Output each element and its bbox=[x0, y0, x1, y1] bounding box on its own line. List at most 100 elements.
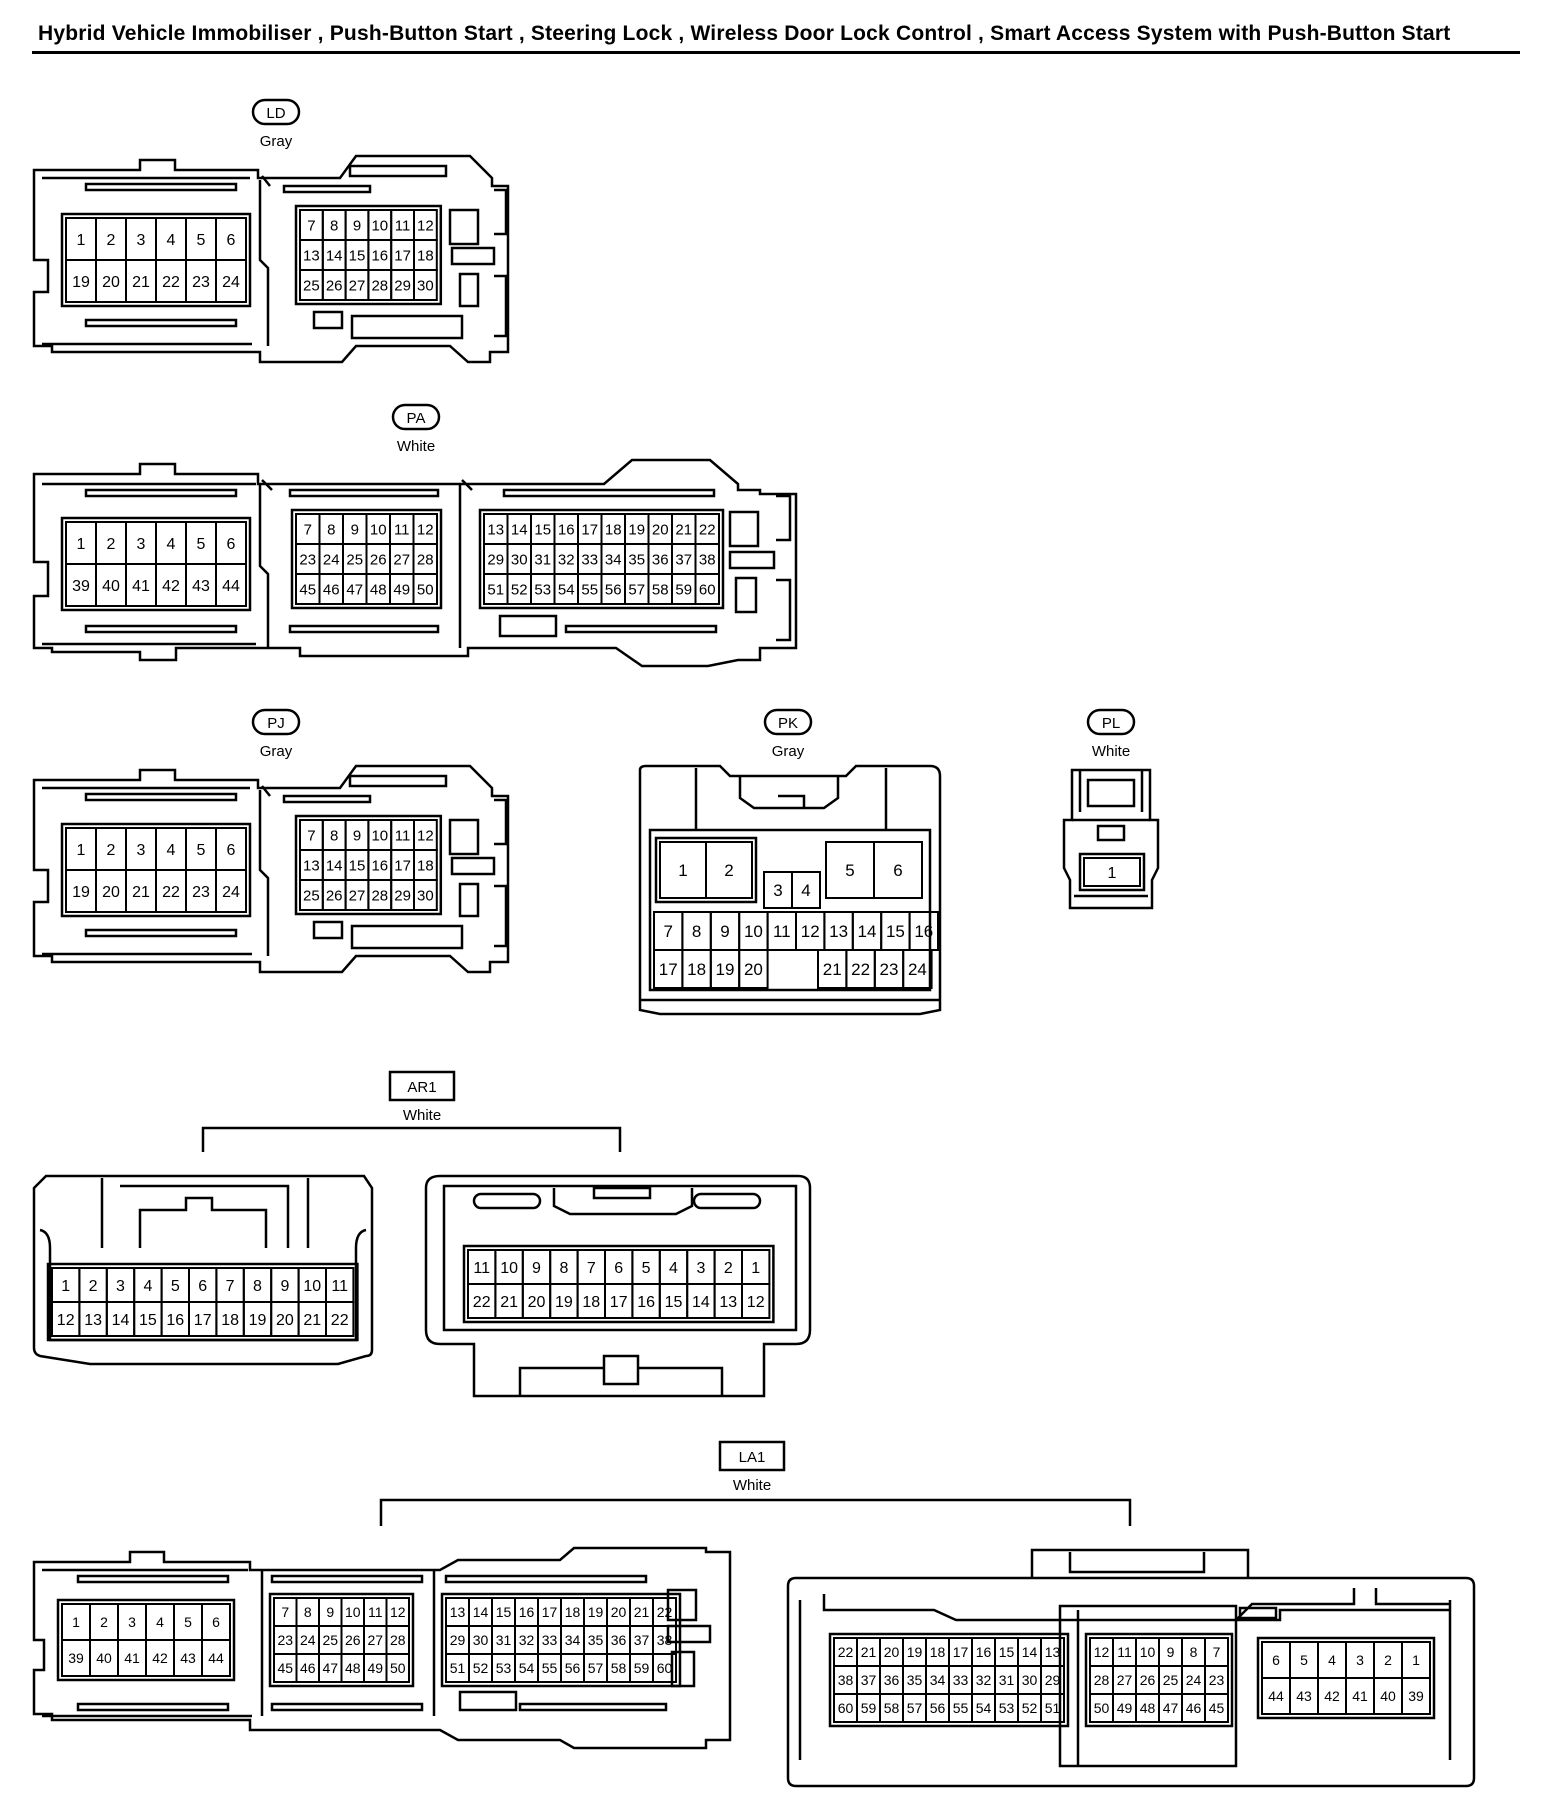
pin-number: 46 bbox=[323, 581, 340, 598]
pin-number: 38 bbox=[838, 1672, 854, 1688]
pin-number: 42 bbox=[1324, 1688, 1340, 1704]
pin-number: 26 bbox=[345, 1632, 361, 1648]
pin-number: 55 bbox=[953, 1700, 969, 1716]
bracket-LA1 bbox=[379, 1498, 1132, 1526]
pin-number: 25 bbox=[303, 887, 320, 904]
pin-number: 34 bbox=[930, 1672, 946, 1688]
pin-cell bbox=[413, 269, 438, 301]
label-code-LA1: LA1 bbox=[739, 1449, 766, 1466]
pin-number: 26 bbox=[326, 277, 343, 294]
pin-number: 58 bbox=[611, 1660, 627, 1676]
pin-number: 13 bbox=[84, 1312, 102, 1329]
pin-number: 4 bbox=[156, 1614, 164, 1630]
pin-number: 31 bbox=[534, 551, 551, 568]
pin-number: 16 bbox=[519, 1604, 535, 1620]
pin-number: 1 bbox=[1412, 1652, 1420, 1668]
pin-number: 9 bbox=[280, 1278, 289, 1295]
pin-number: 20 bbox=[528, 1294, 546, 1311]
pin-number: 26 bbox=[1140, 1672, 1156, 1688]
pin-number: 4 bbox=[669, 1260, 678, 1277]
pin-number: 24 bbox=[908, 960, 927, 979]
pin-number: 22 bbox=[473, 1294, 491, 1311]
pin-cavity bbox=[1084, 1632, 1234, 1728]
pin-number: 6 bbox=[227, 232, 236, 249]
pin-number: 60 bbox=[838, 1700, 854, 1716]
pin-number: 24 bbox=[222, 274, 240, 291]
pin-number: 53 bbox=[534, 581, 551, 598]
pin-number: 11 bbox=[331, 1278, 348, 1295]
pin-number: 48 bbox=[1140, 1700, 1156, 1716]
pin-number: 27 bbox=[349, 277, 366, 294]
pin-number: 23 bbox=[192, 884, 210, 901]
bracket-AR1 bbox=[201, 1126, 622, 1152]
pin-number: 15 bbox=[999, 1644, 1015, 1660]
pin-number: 15 bbox=[886, 922, 905, 941]
pin-number: 40 bbox=[96, 1650, 112, 1666]
pin-number: 4 bbox=[143, 1278, 152, 1295]
pin-number: 9 bbox=[353, 217, 361, 234]
pin-number: 11 bbox=[773, 922, 791, 941]
housing-LA1-b bbox=[786, 1576, 1476, 1788]
pin-cell bbox=[1401, 1677, 1431, 1715]
pin-number: 7 bbox=[1213, 1644, 1221, 1660]
diagram-title: Hybrid Vehicle Immobiliser , Push-Button… bbox=[38, 22, 1451, 45]
pin-cavity bbox=[268, 1592, 415, 1688]
pin-number: 47 bbox=[322, 1660, 338, 1676]
pin-number: 7 bbox=[307, 217, 315, 234]
pin-number: 3 bbox=[696, 1260, 705, 1277]
pin-number: 44 bbox=[222, 578, 240, 595]
pin-number: 14 bbox=[511, 521, 528, 538]
pin-number: 51 bbox=[487, 581, 504, 598]
pin-number: 1 bbox=[61, 1278, 70, 1295]
pin-number: 8 bbox=[327, 521, 335, 538]
pin-number: 12 bbox=[57, 1312, 75, 1329]
pin-number: 21 bbox=[675, 521, 692, 538]
pin-cavity bbox=[56, 1598, 236, 1682]
pin-number: 10 bbox=[370, 521, 387, 538]
pin-number: 39 bbox=[72, 578, 90, 595]
pin-number: 42 bbox=[152, 1650, 168, 1666]
pin-number: 7 bbox=[226, 1278, 235, 1295]
pin-number: 20 bbox=[102, 274, 120, 291]
pin-number: 28 bbox=[390, 1632, 406, 1648]
pin-number: 56 bbox=[930, 1700, 946, 1716]
pin-number: 50 bbox=[390, 1660, 406, 1676]
pin-number: 18 bbox=[417, 247, 434, 264]
pin-number: 11 bbox=[394, 521, 410, 538]
pin-number: 13 bbox=[303, 857, 320, 874]
pin-number: 17 bbox=[542, 1604, 558, 1620]
pin-number: 14 bbox=[326, 247, 343, 264]
pin-number: 52 bbox=[473, 1660, 489, 1676]
pin-number: 29 bbox=[394, 887, 411, 904]
pin-number: 49 bbox=[367, 1660, 383, 1676]
pin-cavity bbox=[60, 822, 252, 918]
label-code-PJ: PJ bbox=[267, 715, 285, 732]
pin-cell bbox=[215, 259, 247, 303]
pin-number: 1 bbox=[72, 1614, 80, 1630]
pin-number: 32 bbox=[976, 1672, 992, 1688]
pin-number: 16 bbox=[558, 521, 575, 538]
pin-number: 23 bbox=[880, 960, 899, 979]
pin-number: 3 bbox=[128, 1614, 136, 1630]
pin-number: 8 bbox=[330, 217, 338, 234]
pin-number: 23 bbox=[277, 1632, 293, 1648]
label-code-PA: PA bbox=[407, 410, 426, 427]
pin-number: 53 bbox=[999, 1700, 1015, 1716]
pin-number: 4 bbox=[801, 881, 810, 900]
pin-number: 57 bbox=[628, 581, 645, 598]
pin-number: 21 bbox=[823, 960, 842, 979]
pin-number: 16 bbox=[914, 922, 933, 941]
pin-number: 59 bbox=[675, 581, 692, 598]
pin-number: 23 bbox=[192, 274, 210, 291]
label-color-PA: White bbox=[397, 438, 435, 455]
pin-cell bbox=[791, 871, 821, 909]
pin-number: 8 bbox=[559, 1260, 568, 1277]
pin-number: 27 bbox=[393, 551, 410, 568]
pin-number: 12 bbox=[390, 1604, 406, 1620]
pin-number: 3 bbox=[1356, 1652, 1364, 1668]
